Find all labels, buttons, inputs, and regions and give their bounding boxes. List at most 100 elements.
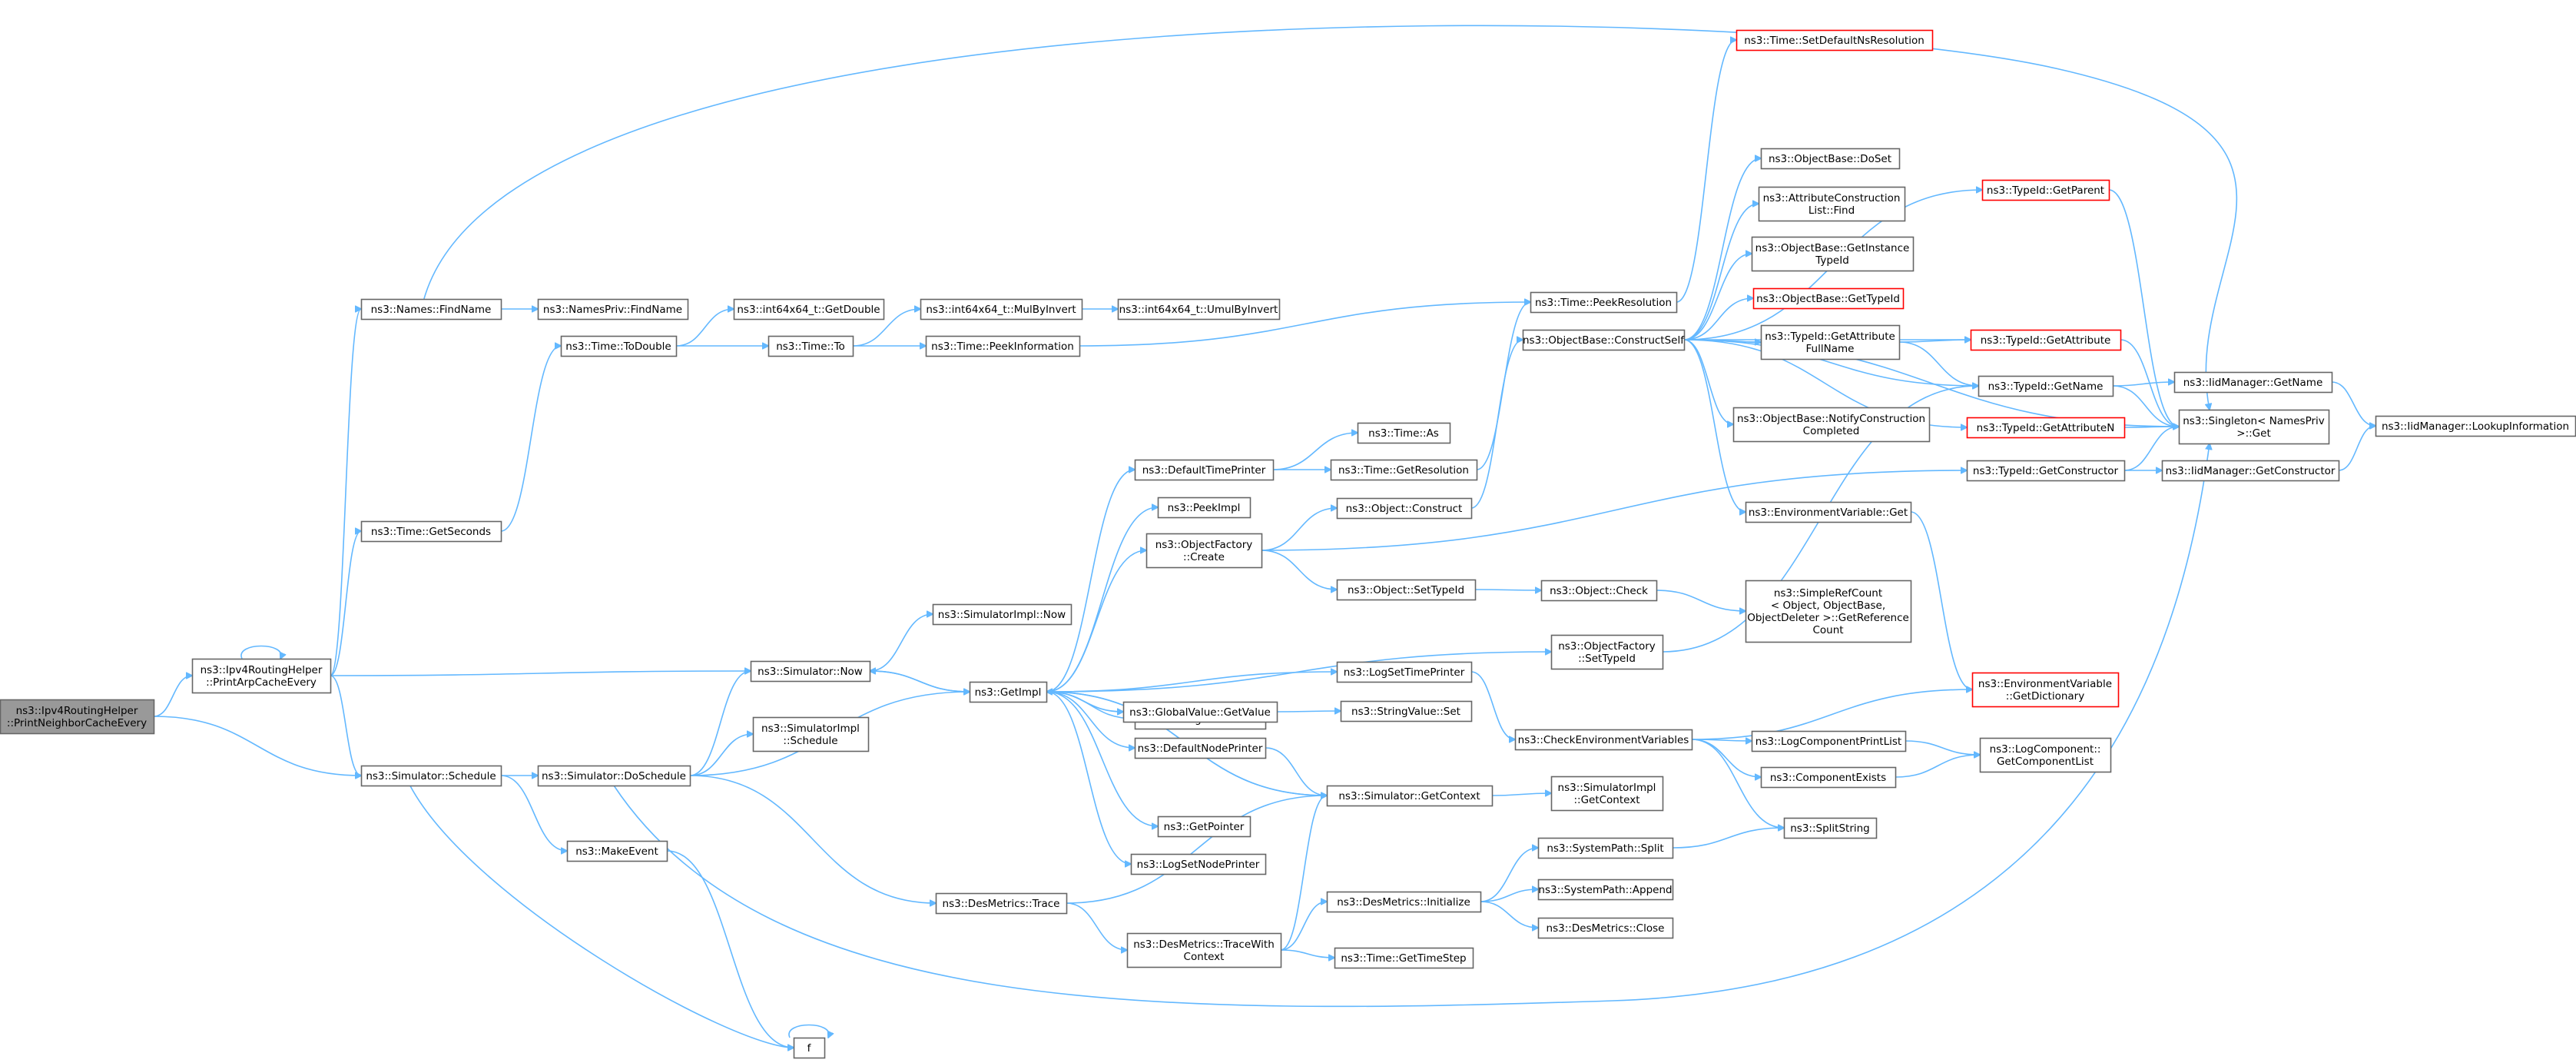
node-box (1117, 298, 1281, 321)
node-ns3-logsetnodeprinter[interactable]: ns3::LogSetNodePrinter (1130, 853, 1267, 875)
node-ns3-time-to[interactable]: ns3::Time::To (767, 335, 854, 357)
node-ns3-globalvalue-getvalue[interactable]: ns3::GlobalValue::GetValue (1122, 701, 1278, 723)
node-box (1752, 287, 1905, 310)
node-box (1760, 766, 1897, 789)
node-ns3-typeid-getconstructor[interactable]: ns3::TypeId::GetConstructor (1966, 460, 2126, 482)
edge-n40-n48 (1683, 158, 1761, 340)
node-ns3-simulatorimpl-now[interactable]: ns3::SimulatorImpl::Now (932, 603, 1073, 626)
node-label: Count (1812, 624, 1843, 636)
node-ns3-simulator-now[interactable]: ns3::Simulator::Now (750, 660, 871, 683)
node-ns3-defaulttimeprinter[interactable]: ns3::DefaultTimePrinter (1134, 459, 1275, 481)
node-ns3-simulator-getcontext[interactable]: ns3::Simulator::GetContext (1326, 785, 1494, 807)
node-box (969, 681, 1048, 703)
edge-n43-n64 (1691, 689, 1972, 740)
node-ns3-namespriv-findname[interactable]: ns3::NamesPriv::FindName (537, 298, 689, 321)
node-ns3-time-todouble[interactable]: ns3::Time::ToDouble (560, 335, 678, 357)
node-ns3-environmentvariable-get[interactable]: ns3::EnvironmentVariable::Get (1745, 501, 1912, 523)
node-ns3-objectbase-doset[interactable]: ns3::ObjectBase::DoSet (1760, 148, 1901, 170)
node-ns3-desmetrics-trace[interactable]: ns3::DesMetrics::Trace (935, 892, 1068, 915)
node-ns3-simulator-schedule[interactable]: ns3::Simulator::Schedule (360, 765, 502, 787)
node-ns3-iidmanager-lookupinformation[interactable]: ns3::IidManager::LookupInformation (2375, 415, 2576, 437)
node-ns3-stringvalue-set[interactable]: ns3::StringValue::Set (1340, 700, 1473, 723)
node-ns3-ipv4routinghelper-printarpcacheevery[interactable]: ns3::Ipv4RoutingHelper::PrintArpCacheEve… (191, 658, 332, 694)
node-ns3-names-findname[interactable]: ns3::Names::FindName (360, 298, 502, 321)
node-box (1326, 891, 1482, 913)
node-ns3-time-getseconds[interactable]: ns3::Time::GetSeconds (360, 520, 502, 543)
node-box (932, 603, 1073, 626)
node-ns3-int64x64-t-getdouble[interactable]: ns3::int64x64_t::GetDouble (733, 298, 885, 321)
node-ns3-environmentvariable-getdictionary[interactable]: ns3::EnvironmentVariable::GetDictionary (1971, 672, 2120, 708)
node-ns3-systempath-split[interactable]: ns3::SystemPath::Split (1537, 837, 1674, 859)
node-ns3-simplerefcount-object-objectbase-objectdeleter-getreferencecount[interactable]: ns3::SimpleRefCount< Object, ObjectBase,… (1745, 580, 1912, 643)
node-ns3-int64x64-t-umulbyinvert[interactable]: ns3::int64x64_t::UmulByInvert (1117, 298, 1281, 321)
edge-n14-n22 (1046, 507, 1158, 693)
node-ns3-typeid-getparent[interactable]: ns3::TypeId::GetParent (1981, 179, 2110, 201)
node-label: ns3::NamesPriv::FindName (543, 304, 682, 316)
node-ns3-desmetrics-initialize[interactable]: ns3::DesMetrics::Initialize (1326, 891, 1482, 913)
node-ns3-object-settypeid[interactable]: ns3::Object::SetTypeId (1336, 579, 1477, 601)
node-ns3-objectfactory-create[interactable]: ns3::ObjectFactory::Create (1145, 533, 1263, 569)
node-ns3-simulatorimpl-getcontext[interactable]: ns3::SimulatorImpl::GetContext (1550, 776, 1664, 812)
node-ns3-simulatorimpl-schedule[interactable]: ns3::SimulatorImpl::Schedule (752, 716, 870, 752)
node-label: ::Create (1183, 551, 1225, 563)
node-ns3-componentexists[interactable]: ns3::ComponentExists (1760, 766, 1897, 789)
edge-n14-n33 (1046, 672, 1337, 693)
node-ns3-int64x64-t-mulbyinvert[interactable]: ns3::int64x64_t::MulByInvert (920, 298, 1083, 321)
node-label: TypeId (1815, 254, 1849, 267)
edge-n1-n1 (240, 645, 281, 659)
node-ns3-iidmanager-getname[interactable]: ns3::IidManager::GetName (2173, 371, 2333, 394)
node-ns3-iidmanager-getconstructor[interactable]: ns3::IidManager::GetConstructor (2161, 460, 2340, 482)
node-ns3-peekimpl[interactable]: ns3::PeekImpl (1157, 497, 1252, 519)
node-ns3-objectbase-gettypeid[interactable]: ns3::ObjectBase::GetTypeId (1752, 287, 1905, 310)
node-ns3-objectbase-constructself[interactable]: ns3::ObjectBase::ConstructSelf (1522, 329, 1686, 351)
node-ns3-defaultnodeprinter[interactable]: ns3::DefaultNodePrinter (1134, 737, 1267, 759)
node-label: ns3::Simulator::Now (758, 666, 863, 678)
edge-n68-n69 (2338, 426, 2375, 471)
edge-n45-n58 (1672, 828, 1784, 849)
node-ns3-object-construct[interactable]: ns3::Object::Construct (1336, 497, 1473, 520)
node-box (935, 892, 1068, 915)
node-ns3-time-peekinformation[interactable]: ns3::Time::PeekInformation (925, 335, 1081, 357)
node-ns3-desmetrics-close[interactable]: ns3::DesMetrics::Close (1537, 917, 1674, 939)
node-ns3-checkenvironmentvariables[interactable]: ns3::CheckEnvironmentVariables (1514, 729, 1693, 751)
node-ns3-makeevent[interactable]: ns3::MakeEvent (566, 840, 668, 862)
node-ns3-logcomponent-getcomponentlist[interactable]: ns3::LogComponent::GetComponentList (1979, 737, 2112, 773)
node-ns3-typeid-getattributen[interactable]: ns3::TypeId::GetAttributeN (1966, 417, 2126, 439)
node-ns3-splitstring[interactable]: ns3::SplitString (1783, 817, 1878, 839)
node-label: ::PrintNeighborCacheEvery (7, 717, 147, 729)
node-ns3-objectfactory-settypeid[interactable]: ns3::ObjectFactory::SetTypeId (1550, 634, 1664, 670)
node-ns3-objectbase-notifyconstructioncompleted[interactable]: ns3::ObjectBase::NotifyConstructionCompl… (1732, 407, 1931, 443)
edge-n40-n49 (1683, 204, 1759, 340)
node-label: ns3::IidManager::GetConstructor (2166, 465, 2336, 477)
node-ns3-time-peekresolution[interactable]: ns3::Time::PeekResolution (1530, 291, 1678, 314)
node-ns3-ipv4routinghelper-printneighborcacheevery[interactable]: ns3::Ipv4RoutingHelper::PrintNeighborCac… (0, 699, 155, 735)
node-ns3-logsettimeprinter[interactable]: ns3::LogSetTimePrinter (1336, 661, 1473, 683)
node-label: ::Schedule (783, 735, 837, 747)
node-label: ns3::TypeId::GetName (1988, 380, 2104, 393)
edge-n17-n18 (666, 850, 794, 1048)
edge-n1-n2 (330, 675, 361, 776)
node-ns3-time-getresolution[interactable]: ns3::Time::GetResolution (1330, 459, 1478, 481)
node-ns3-getimpl[interactable]: ns3::GetImpl (969, 681, 1048, 703)
node-f[interactable]: f (793, 1037, 826, 1059)
node-ns3-object-check[interactable]: ns3::Object::Check (1540, 580, 1658, 602)
node-ns3-typeid-getname[interactable]: ns3::TypeId::GetName (1978, 375, 2114, 397)
node-box (1978, 375, 2114, 397)
node-label: ns3::Simulator::DoSchedule (542, 770, 686, 782)
node-ns3-systempath-append[interactable]: ns3::SystemPath::Append (1537, 879, 1674, 901)
node-ns3-time-gettimestep[interactable]: ns3::Time::GetTimeStep (1334, 947, 1474, 969)
edge-n33-n43 (1470, 671, 1515, 739)
node-ns3-typeid-getattribute[interactable]: ns3::TypeId::GetAttribute (1970, 329, 2122, 351)
edge-n52-n61 (1898, 341, 1978, 386)
node-ns3-getpointer[interactable]: ns3::GetPointer (1157, 816, 1252, 838)
node-ns3-singleton-namespriv-get[interactable]: ns3::Singleton< NamesPriv >::Get (2178, 409, 2330, 445)
node-ns3-logcomponentprintlist[interactable]: ns3::LogComponentPrintList (1751, 730, 1907, 752)
node-ns3-simulator-doschedule[interactable]: ns3::Simulator::DoSchedule (537, 765, 691, 787)
node-ns3-time-setdefaultnsresolution[interactable]: ns3::Time::SetDefaultNsResolution (1736, 29, 1934, 51)
edge-n2-n18 (409, 785, 794, 1048)
node-ns3-time-as[interactable]: ns3::Time::As (1357, 422, 1451, 444)
